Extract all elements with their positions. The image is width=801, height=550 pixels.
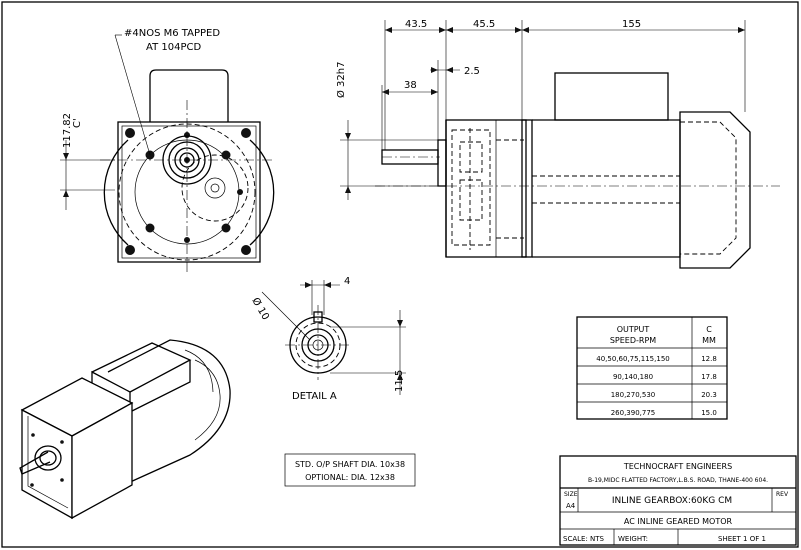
dim-2-5: 2.5	[464, 66, 480, 77]
scale-field: SCALE: NTS	[563, 535, 605, 543]
table-row-speed: 180,270,530	[611, 391, 656, 399]
tapped-note-line2: AT 104PCD	[146, 42, 201, 53]
table-header-c-2: MM	[702, 336, 716, 345]
shaft-note-line1: STD. O/P SHAFT DIA. 10x38	[295, 460, 405, 469]
dim-43-5: 43.5	[405, 19, 427, 30]
table-header-c-1: C	[706, 325, 712, 334]
table-header-speed-2: SPEED-RPM	[610, 336, 656, 345]
size-label: SIZE	[564, 491, 578, 498]
rev-label: REV	[776, 491, 789, 498]
title-block	[559, 455, 797, 546]
size-value: A4	[566, 502, 576, 510]
dim-155: 155	[622, 19, 641, 30]
shaft-note-line2: OPTIONAL: DIA. 12x38	[305, 473, 395, 482]
speed-table	[576, 316, 728, 420]
table-row-speed: 40,50,60,75,115,150	[596, 355, 669, 363]
drawing-subtitle: AC INLINE GEARED MOTOR	[624, 517, 733, 526]
company-name: TECHNOCRAFT ENGINEERS	[623, 462, 732, 471]
dim-c-label: C'	[72, 118, 83, 128]
dim-11-5: 11.5	[394, 370, 405, 392]
table-row-c: 15.0	[701, 409, 717, 417]
shaft-note-box	[284, 453, 416, 487]
dim-dia-10: Ø 10	[249, 296, 271, 323]
table-header-speed-1: OUTPUT	[617, 325, 650, 334]
company-address: B-19,MIDC FLATTED FACTORY,L.B.S. ROAD, T…	[588, 477, 768, 484]
table-row-c: 20.3	[701, 391, 717, 399]
isometric-view	[19, 339, 231, 520]
dim-dia-32: Ø 32h7	[335, 62, 347, 98]
table-row-c: 12.8	[701, 355, 717, 363]
drawing-title: INLINE GEARBOX:60KG CM	[612, 496, 732, 506]
table-row-speed: 90,140,180	[613, 373, 653, 381]
dim-c-value: 117.82	[62, 113, 73, 148]
dim-45-5: 45.5	[473, 19, 495, 30]
tapped-note-line1: #4NOS M6 TAPPED	[124, 28, 220, 39]
detail-a-label: DETAIL A	[292, 391, 337, 402]
dim-38: 38	[404, 80, 417, 91]
dim-4: 4	[344, 276, 350, 287]
sheet-field: SHEET 1 OF 1	[718, 535, 766, 543]
table-row-c: 17.8	[701, 373, 717, 381]
weight-field: WEIGHT:	[618, 535, 648, 543]
table-row-speed: 260,390,775	[611, 409, 656, 417]
front-view	[60, 34, 275, 275]
side-view	[340, 20, 780, 269]
detail-a-view	[261, 280, 406, 395]
